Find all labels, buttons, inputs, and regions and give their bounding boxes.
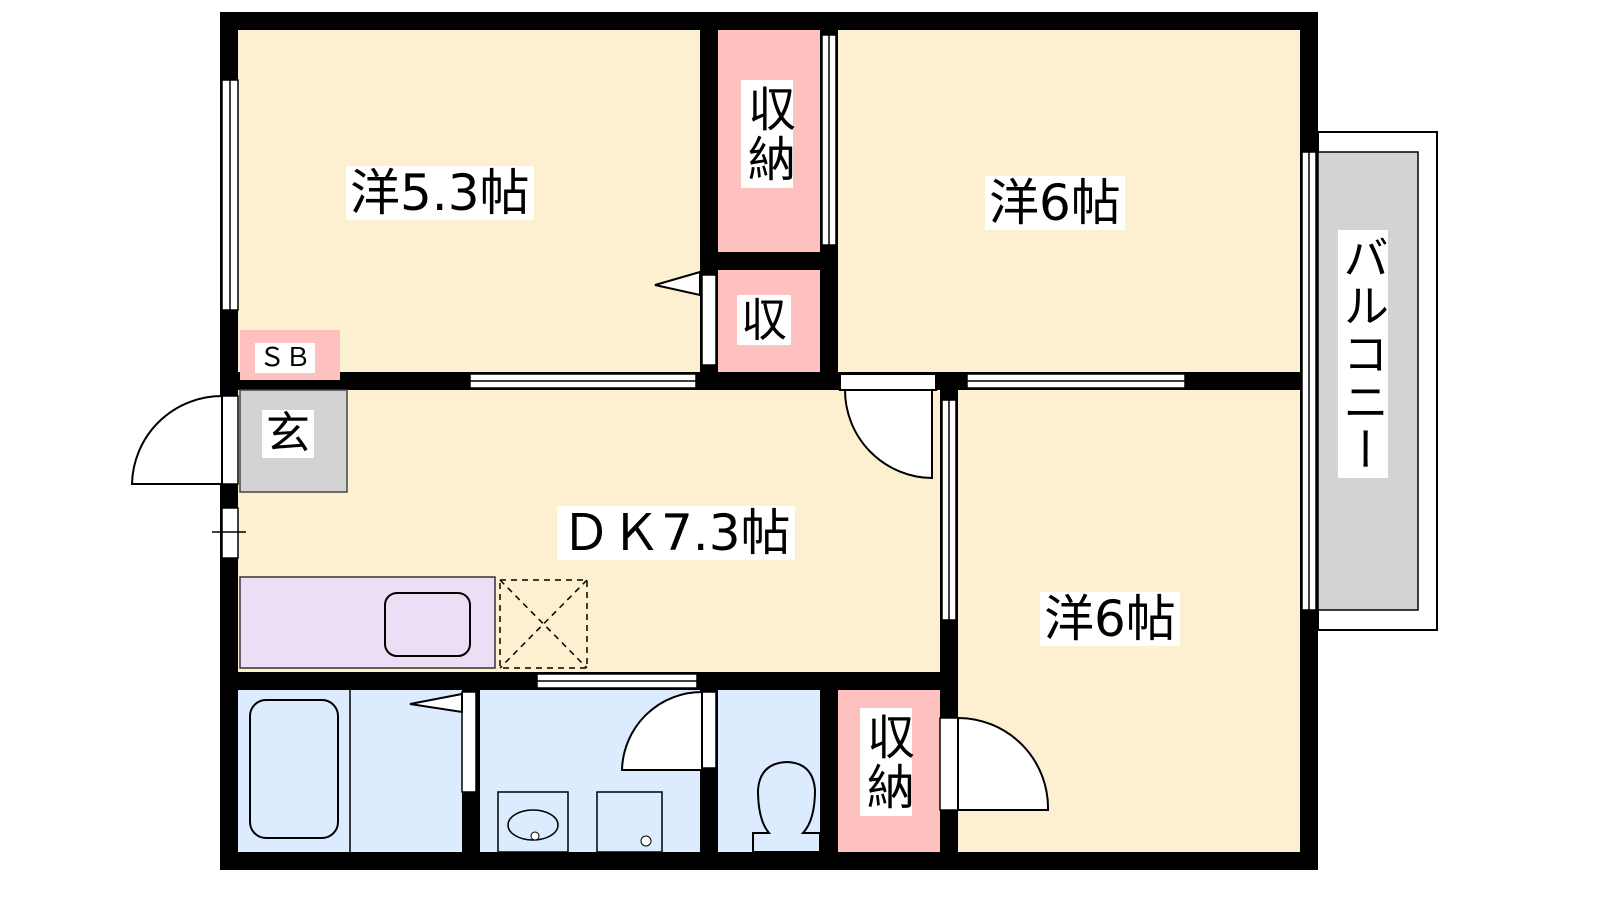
label-balcony: バルコニー bbox=[1336, 230, 1390, 478]
label-shoe-box: ＳＢ bbox=[255, 343, 316, 373]
windows bbox=[212, 34, 1317, 811]
label-dining-kitchen: ＤＫ7.3帖 bbox=[557, 506, 795, 560]
fridge-space bbox=[499, 579, 588, 669]
label-entrance: 玄 bbox=[262, 410, 314, 458]
kitchen-sink bbox=[384, 592, 471, 657]
bathtub bbox=[249, 699, 339, 839]
room-dk-upper-left bbox=[358, 372, 458, 390]
washer-space bbox=[596, 791, 663, 853]
door-swings bbox=[130, 270, 1050, 811]
label-closet-bottom: 収納 bbox=[858, 708, 914, 816]
label-closet-top: 収納 bbox=[739, 80, 795, 188]
label-western-top-left: 洋5.3帖 bbox=[346, 166, 534, 220]
label-western-top-right: 洋6帖 bbox=[985, 176, 1125, 230]
label-storage-small: 収 bbox=[737, 295, 791, 345]
toilet-icon bbox=[752, 760, 821, 853]
label-western-bottom-right: 洋6帖 bbox=[1040, 592, 1180, 646]
